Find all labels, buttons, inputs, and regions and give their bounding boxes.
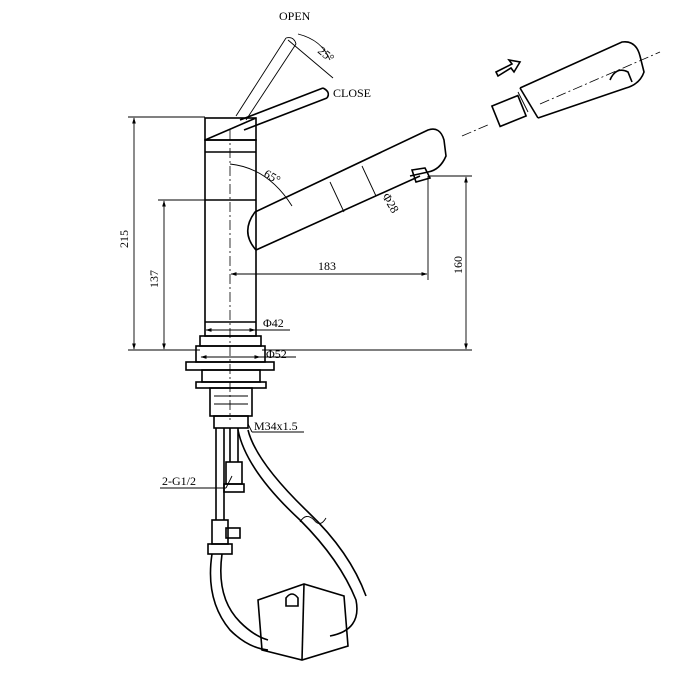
spray-head-detail <box>461 40 661 137</box>
dimension-lines <box>128 116 472 489</box>
dimension-outlet-height: 160 <box>451 256 465 274</box>
spout-diameter-label: Φ28 <box>379 191 402 216</box>
thread-label: M34x1.5 <box>254 419 298 433</box>
dimension-reach: 183 <box>318 259 336 273</box>
open-label: OPEN <box>279 9 311 23</box>
close-label: CLOSE <box>333 86 371 100</box>
dimension-spout-height: 137 <box>147 270 161 288</box>
lever-handle <box>235 33 334 131</box>
body-diameter-label: Φ42 <box>263 316 284 330</box>
supply-hoses <box>207 428 245 555</box>
lever-angle-label: 25° <box>315 44 337 66</box>
faucet-body <box>204 117 257 420</box>
pull-out-spout <box>229 128 447 251</box>
hose-connection-label: 2-G1/2 <box>162 474 196 488</box>
spout-angle-label: 65° <box>262 166 284 187</box>
base-diameter-label: Φ52 <box>266 347 287 361</box>
spray-hose-loop <box>209 429 367 661</box>
dimension-total-height: 215 <box>117 230 131 248</box>
mounting-base <box>185 335 275 429</box>
